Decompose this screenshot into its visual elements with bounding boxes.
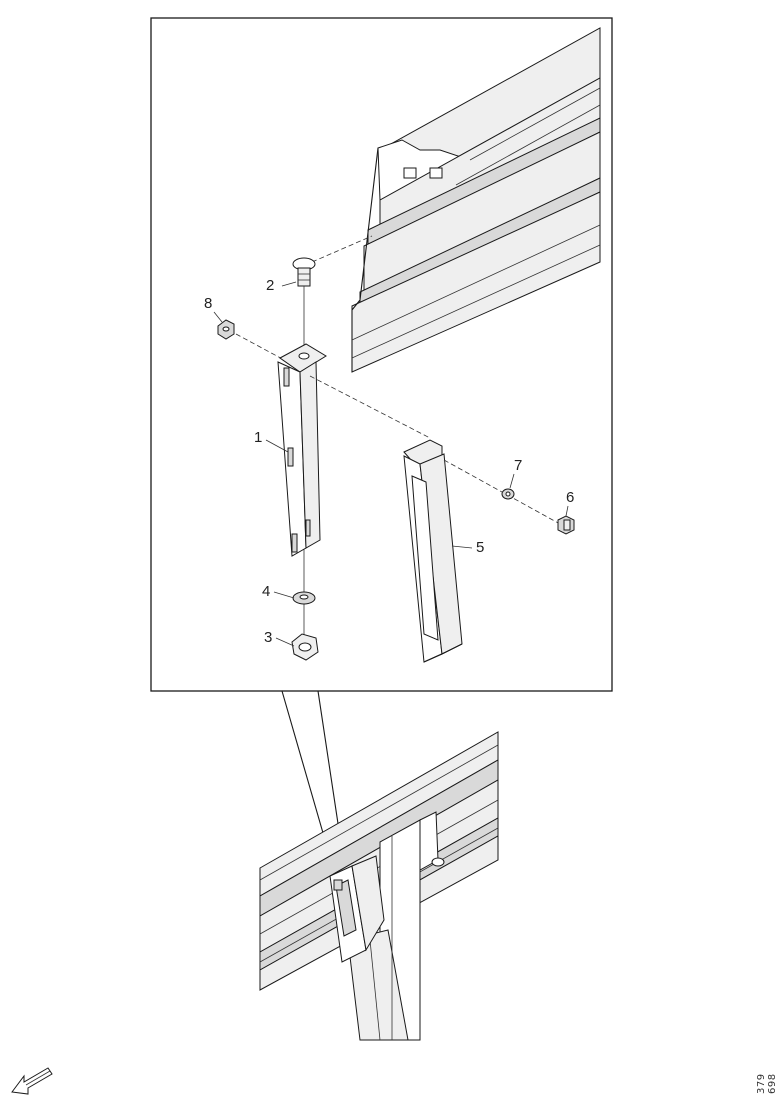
rail-profile bbox=[351, 27, 601, 373]
callout-6: 6 bbox=[566, 489, 575, 506]
callout-8: 8 bbox=[204, 295, 213, 312]
callout-4: 4 bbox=[262, 583, 271, 600]
mounted-assembly bbox=[259, 731, 499, 1041]
callout-3: 3 bbox=[264, 629, 273, 646]
callout-1: 1 bbox=[254, 429, 263, 446]
forward-arrow-icon bbox=[11, 1067, 53, 1095]
callout-7: 7 bbox=[514, 457, 523, 474]
callout-5: 5 bbox=[476, 539, 485, 556]
part-nut-8 bbox=[217, 319, 235, 340]
part-bolt bbox=[292, 257, 316, 287]
part-nut-3 bbox=[291, 633, 319, 661]
part-bracket bbox=[277, 343, 327, 557]
part-nut-6 bbox=[557, 515, 575, 535]
callout-2: 2 bbox=[266, 277, 275, 294]
part-cover bbox=[403, 439, 463, 663]
part-washer-4 bbox=[292, 591, 316, 605]
detail-frame bbox=[150, 17, 613, 692]
drawing-reference-number: 379 698 bbox=[756, 1073, 778, 1094]
part-washer-7 bbox=[501, 488, 515, 500]
